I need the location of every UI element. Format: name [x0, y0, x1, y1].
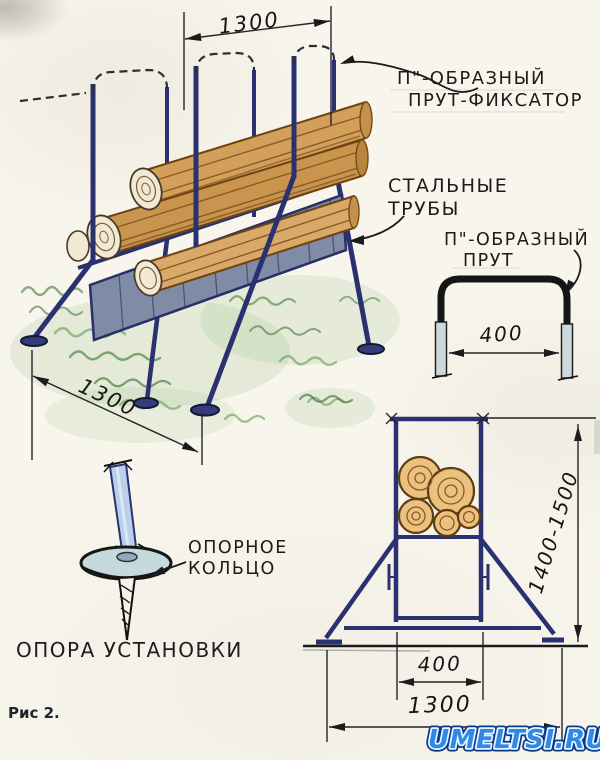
foot-disc [357, 343, 385, 355]
dimension-front-1300: 1300 [326, 648, 563, 742]
u-rod-detail: П"-ОБРАЗНЫЙ ПРУТ 400 [431, 228, 589, 381]
watermark-outline-light: UMELTSI.RU [428, 725, 600, 755]
steel-pipes-label-line1: СТАЛЬНЫЕ [388, 175, 508, 197]
front-frame [32, 56, 297, 408]
u-rod-sleeve-left [434, 321, 448, 377]
watermark-text: UMELTSI.RU [428, 725, 600, 755]
u-rod-sleeve-right [560, 323, 574, 379]
front-view: 1400-1500 400 1300 [302, 412, 596, 742]
dimension-front-height: 1400-1500 [487, 417, 596, 642]
foot-disc [20, 335, 48, 347]
fixator-rods-dashed [19, 44, 336, 103]
support-detail: ОПОРНОЕ КОЛЬЦО ОПОРА УСТАНОВКИ [16, 459, 288, 662]
fixator-label-line2: ПРУТ-ФИКСАТОР [408, 90, 583, 111]
watermark-outline-dark: UMELTSI.RU [428, 725, 600, 755]
label-fixator-rod: П"-ОБРАЗНЫЙ ПРУТ-ФИКСАТОР [340, 55, 583, 113]
scan-artifact [594, 420, 600, 454]
dim-rack-length: 1300 [217, 7, 281, 38]
steel-pipes-label-line2: ТРУБЫ [387, 198, 460, 220]
support-ring-label-line1: ОПОРНОЕ [188, 538, 288, 558]
perspective-view [19, 44, 385, 417]
dim-front-inner-width: 400 [417, 651, 462, 677]
dim-front-height: 1400-1500 [523, 468, 583, 596]
foot-disc [133, 397, 159, 409]
log-stack [66, 101, 373, 297]
dimension-front-400: 400 [396, 632, 484, 700]
dim-u-rod-width: 400 [479, 321, 525, 348]
support-ring-label-line2: КОЛЬЦО [188, 559, 276, 579]
support-label: ОПОРА УСТАНОВКИ [16, 638, 243, 662]
dim-front-base-width: 1300 [407, 692, 472, 719]
label-steel-pipes: СТАЛЬНЫЕ ТРУБЫ [349, 175, 508, 245]
log-cut-ends [66, 167, 163, 297]
fixator-label-line1: П"-ОБРАЗНЫЙ [397, 67, 546, 89]
u-rod-shape [437, 275, 571, 374]
front-frame-lines [316, 416, 564, 645]
u-rod-label-line2: ПРУТ [463, 251, 514, 271]
front-view-logs [397, 455, 482, 538]
foot-disc [190, 403, 220, 417]
u-rod-label-line1: П"-ОБРАЗНЫЙ [444, 228, 589, 250]
watermark: UMELTSI.RU UMELTSI.RU UMELTSI.RU [425, 722, 600, 759]
figure-caption: Рис 2. [8, 704, 60, 722]
dimension-top-1300: 1300 [183, 6, 332, 125]
